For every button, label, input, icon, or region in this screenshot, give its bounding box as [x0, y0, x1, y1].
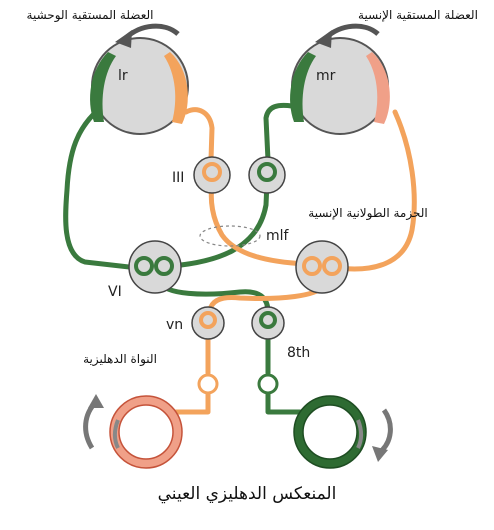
- orange-path-nerve-to-canal: [173, 391, 211, 415]
- left-eye-arrowhead-icon: [115, 30, 132, 48]
- right-eye: [290, 37, 390, 135]
- label-lr: lr: [118, 68, 128, 84]
- orange-path-right-vi-to-lr: [335, 109, 417, 272]
- label-medial-rectus: العضلة المستقية الإنسية: [358, 8, 478, 22]
- label-vi: VI: [108, 284, 122, 300]
- left-head-arrowhead-icon: [88, 394, 104, 408]
- label-mr: mr: [316, 68, 336, 84]
- left-oculomotor-nucleus: [193, 156, 231, 194]
- label-eighth: 8th: [287, 345, 310, 361]
- neural-pathways: [63, 102, 417, 415]
- left-abducens-nucleus: [128, 240, 182, 294]
- right-eyeball: [291, 37, 389, 135]
- right-nerve-ganglion: [257, 373, 279, 395]
- right-vestibular-nucleus: [251, 306, 285, 340]
- orange-path-left-iii-up: [183, 107, 215, 163]
- left-eye: [90, 37, 189, 135]
- left-head-rotation-arrow-icon: [83, 400, 98, 450]
- left-medial-rectus-muscle: [164, 52, 188, 124]
- green-path-vi-to-lr: [63, 107, 141, 271]
- right-medial-rectus-muscle: [290, 52, 316, 122]
- green-path-right-iii-to-mr: [263, 102, 295, 163]
- right-eye-rotation-arrow-icon: [324, 23, 380, 40]
- left-vestibular-nucleus: [191, 306, 225, 340]
- mlf-ellipse: [199, 225, 261, 247]
- label-vn: vn: [166, 317, 183, 333]
- left-semicircular-canal: [109, 395, 183, 469]
- right-abducens-nucleus: [295, 240, 349, 294]
- right-semicircular-canal: [293, 395, 367, 469]
- left-nerve-ganglion: [197, 373, 219, 395]
- label-lateral-rectus: العضلة المستقية الوحشية: [27, 8, 154, 23]
- orange-path-left-vn-to-right-vi: [207, 283, 327, 313]
- orange-path-right-vi-to-left-iii: [208, 183, 309, 267]
- right-lateral-rectus-muscle: [366, 52, 390, 124]
- green-path-vi-to-right-vn: [157, 279, 271, 315]
- label-mlf: mlf: [266, 228, 290, 244]
- right-head-arrowhead-icon: [372, 446, 388, 462]
- label-vestibular-nucleus: النواة الدهليزية: [83, 352, 157, 367]
- left-lateral-rectus-muscle: [90, 52, 116, 122]
- label-iii: III: [172, 170, 184, 186]
- right-eye-arrowhead-icon: [315, 30, 332, 48]
- right-head-rotation-arrow-icon: [378, 408, 393, 454]
- diagram-caption: المنعكس الدهليزي العيني: [157, 484, 337, 504]
- right-oculomotor-nucleus: [248, 156, 286, 194]
- left-eye-rotation-arrow-icon: [124, 23, 180, 40]
- green-path-eighth-to-canal: [265, 391, 303, 415]
- label-mlf-arabic: الحزمة الطولانية الإنسية: [308, 206, 427, 221]
